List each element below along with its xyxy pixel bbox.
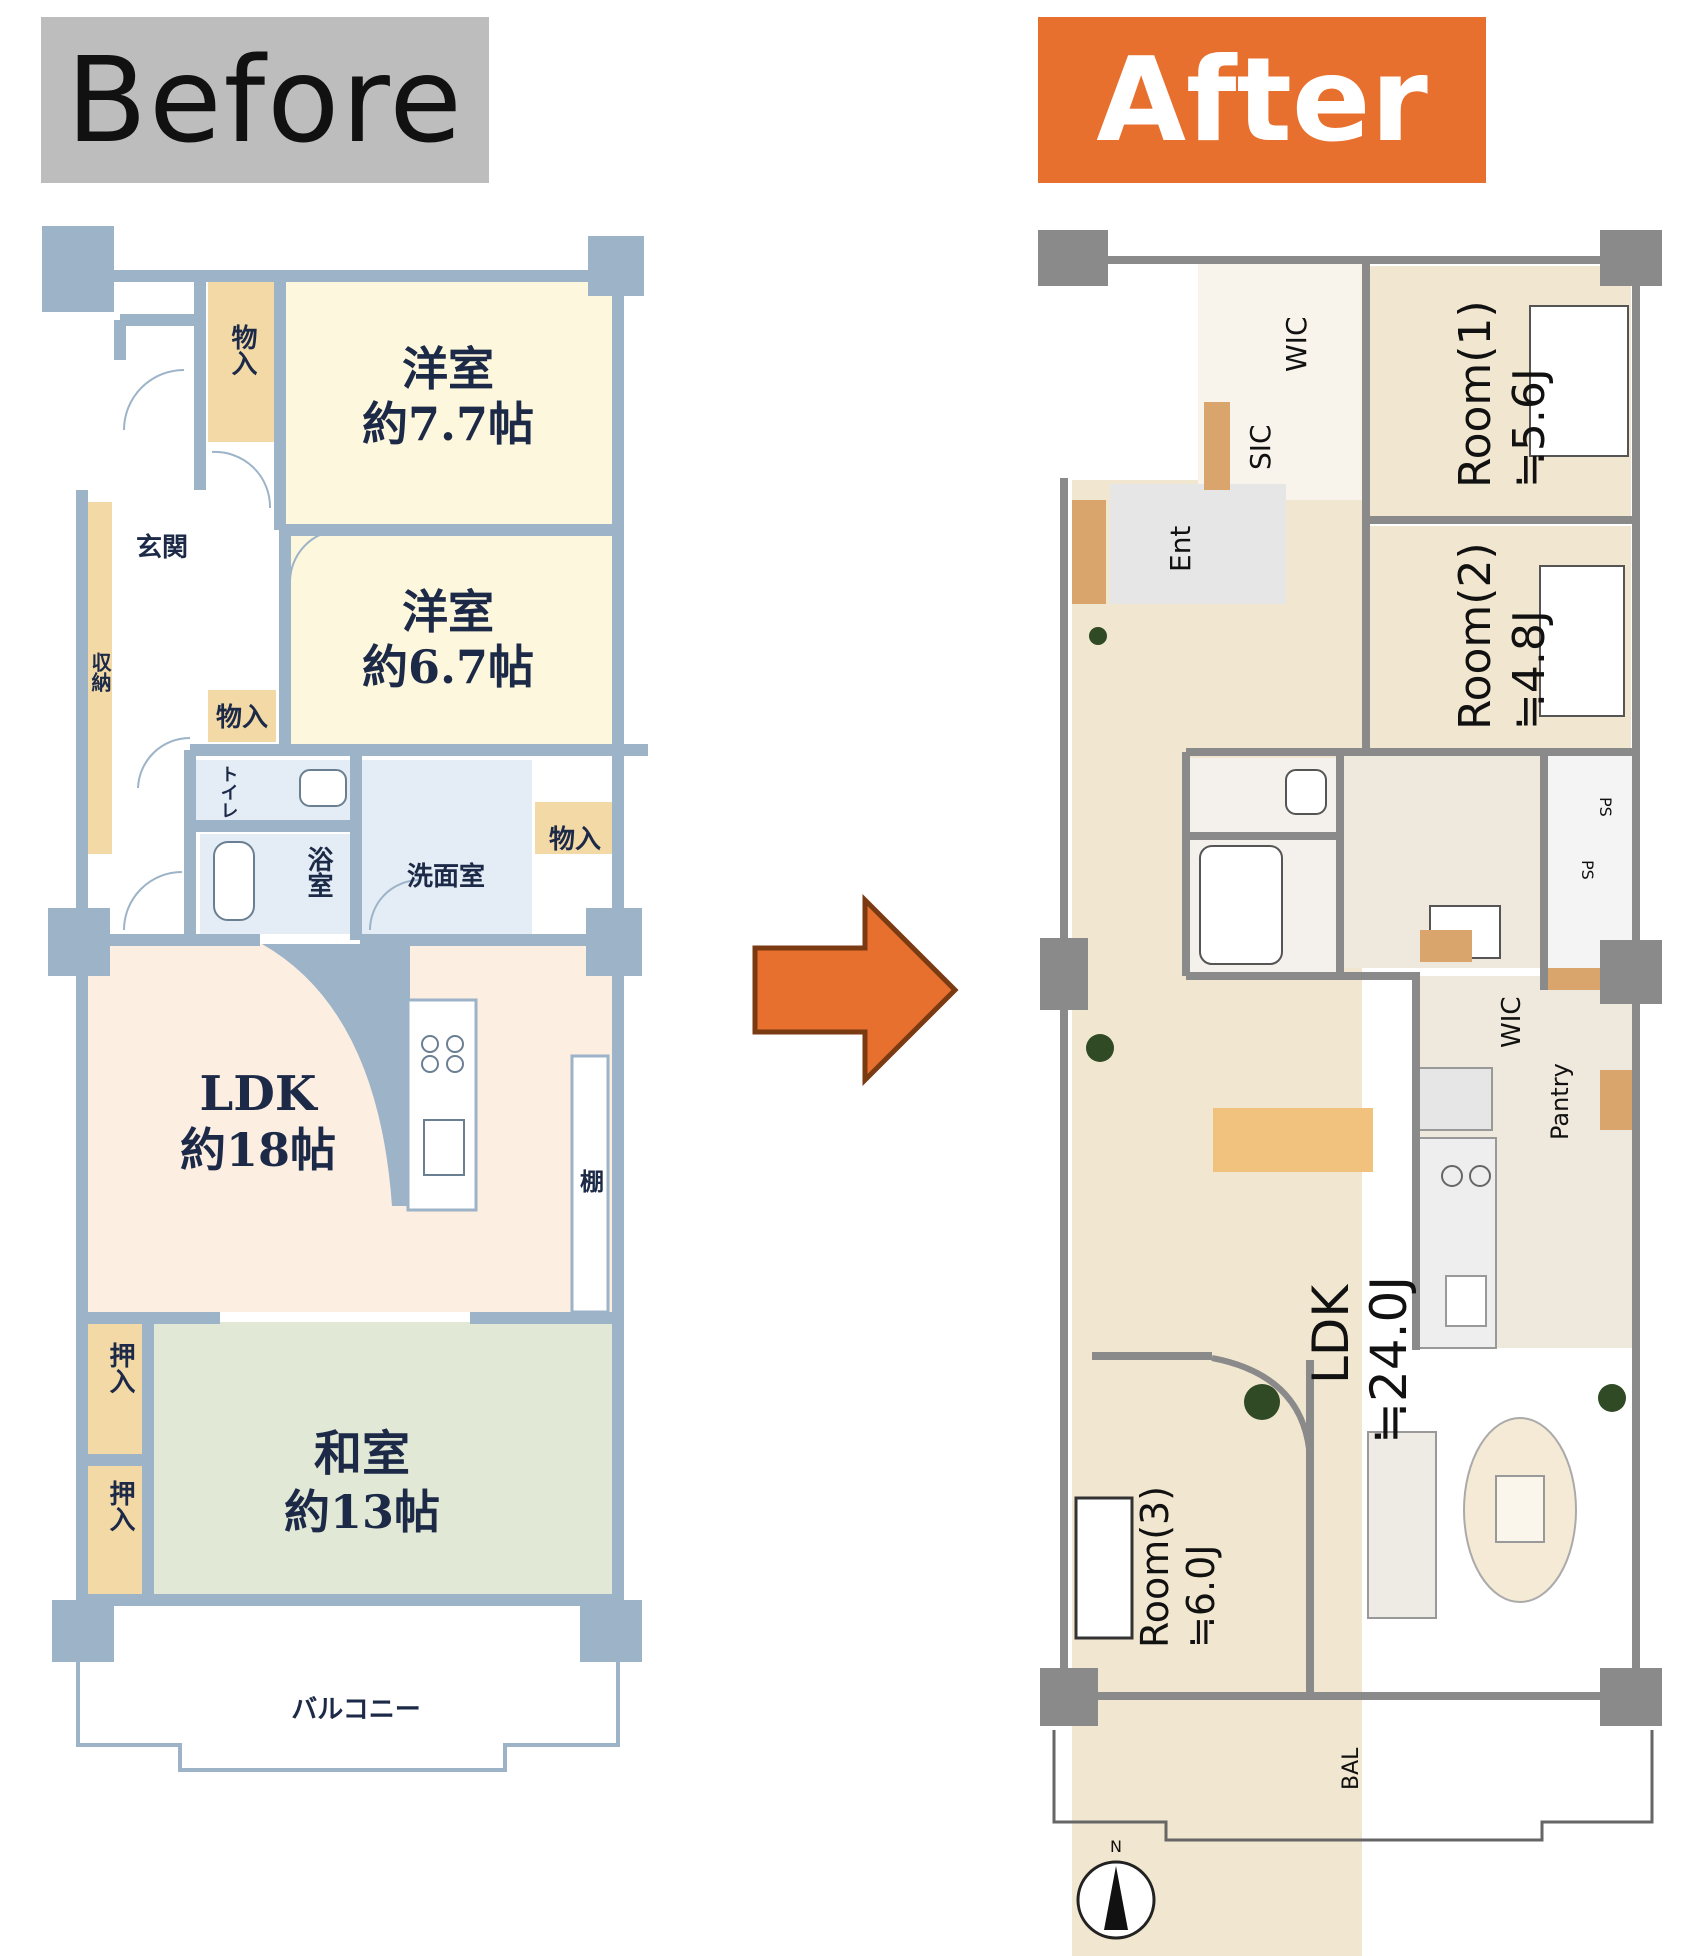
label-sic: SIC — [1244, 424, 1277, 470]
after-room-label-1: Room(1) — [1450, 300, 1501, 488]
room3-bed — [1074, 1496, 1134, 1640]
after-room-size-1: ≒5.6J — [1504, 368, 1555, 488]
room-size-washitsu: 約13帖 — [284, 1485, 440, 1539]
dining-table — [1213, 1108, 1373, 1172]
after-room-size-ldk: ≒24.0J — [1360, 1276, 1418, 1444]
label-shelf: 棚 — [580, 1167, 604, 1196]
ldk-curved-wall — [262, 944, 410, 1206]
label-storage-mid: 物入 — [216, 703, 268, 733]
label-ps-1: PS — [1596, 797, 1615, 817]
label-entrance: 玄関 — [136, 532, 188, 563]
room3-label-group: Room(3) ≒6.0J — [1133, 1486, 1223, 1648]
before-columns — [42, 226, 644, 1662]
room2-label-group: Room(2) ≒4.8J — [1450, 542, 1555, 730]
north-label: N — [1110, 1837, 1122, 1856]
after-room-label-ldk: LDK — [1302, 1284, 1360, 1384]
after-floor-main — [1072, 480, 1362, 1956]
storage-hall — [88, 502, 112, 854]
room-label-washitsu: 和室 — [314, 1426, 410, 1482]
label-entrance-after: Ent — [1164, 526, 1197, 572]
after-columns — [1038, 230, 1662, 1726]
room-label-ldk: LDK — [199, 1066, 318, 1122]
arrow-icon — [752, 893, 959, 1087]
washroom — [360, 760, 532, 934]
label-bath: 浴室 — [303, 846, 333, 898]
after-room-label-3: Room(3) — [1133, 1486, 1177, 1648]
after-room-label-2: Room(2) — [1450, 542, 1501, 730]
label-balcony-after: BAL — [1339, 1747, 1364, 1790]
room3-curve — [1211, 1355, 1313, 1461]
room1-bed — [1529, 305, 1629, 457]
balcony-outline — [76, 1660, 620, 1772]
ps-area — [1548, 756, 1632, 976]
coffee-table — [1495, 1475, 1545, 1543]
after-room-size-3: ≒6.0J — [1179, 1544, 1223, 1648]
bathtub — [213, 841, 255, 921]
north-arrow-icon — [1076, 1860, 1156, 1940]
label-washroom: 洗面室 — [407, 861, 485, 892]
after-room-size-2: ≒4.8J — [1504, 610, 1555, 730]
label-wic-mid: WIC — [1497, 996, 1527, 1048]
label-storage-hall: 収納 — [88, 652, 112, 692]
label-closet-1: 押入 — [105, 1342, 135, 1394]
storage-wash — [535, 802, 615, 854]
before-plan: 洋室 約7.7帖 洋室 約6.7帖 LDK 約18帖 和室 約13帖 物入 玄関… — [42, 226, 648, 1772]
entrance-floor — [1110, 484, 1286, 604]
plant-icons — [1086, 627, 1626, 1420]
room-size-2: 約6.7帖 — [362, 640, 534, 694]
fridge — [1417, 1067, 1493, 1131]
before-walls — [76, 270, 648, 1606]
storage-mid — [208, 690, 276, 742]
after-balcony-outline — [1052, 1730, 1654, 1842]
room1-label-group: Room(1) ≒5.6J — [1450, 300, 1555, 488]
western-room-1 — [280, 282, 615, 524]
sofa — [1367, 1431, 1437, 1619]
before-doors — [123, 369, 421, 931]
label-closet-2: 押入 — [105, 1480, 135, 1532]
label-balcony: バルコニー — [291, 1695, 420, 1725]
room-size-1: 約7.7帖 — [362, 397, 534, 451]
toilet-fixture — [299, 769, 347, 807]
after-header: After — [1038, 17, 1486, 183]
storage-top — [208, 282, 276, 442]
ldk-label-group: LDK ≒24.0J — [1302, 1276, 1418, 1444]
toilet-after-fixture — [1285, 769, 1327, 815]
western-room-2 — [285, 536, 615, 744]
washitsu — [148, 1322, 615, 1597]
after-plan: N Room(1) ≒5.6J Room(2) ≒4.8J LDK ≒24.0J… — [1038, 230, 1662, 1956]
label-wic-top: WIC — [1280, 317, 1313, 373]
label-ps-2: PS — [1578, 860, 1597, 880]
room2-bed — [1539, 565, 1625, 717]
after-walls — [1040, 256, 1640, 1700]
room-label-2: 洋室 — [402, 585, 494, 639]
before-header: Before — [41, 17, 489, 183]
label-pantry: Pantry — [1546, 1063, 1574, 1140]
kitchen-counter — [406, 998, 478, 1212]
label-toilet: トイレ — [218, 765, 239, 819]
sink — [1445, 1275, 1487, 1327]
label-storage-wash: 物入 — [549, 825, 601, 855]
room-size-ldk: 約18帖 — [180, 1123, 336, 1177]
after-storage-blocks — [1072, 402, 1634, 1130]
label-storage-top: 物入 — [227, 324, 257, 376]
room-label-1: 洋室 — [402, 342, 494, 396]
bathtub-after — [1199, 845, 1283, 965]
